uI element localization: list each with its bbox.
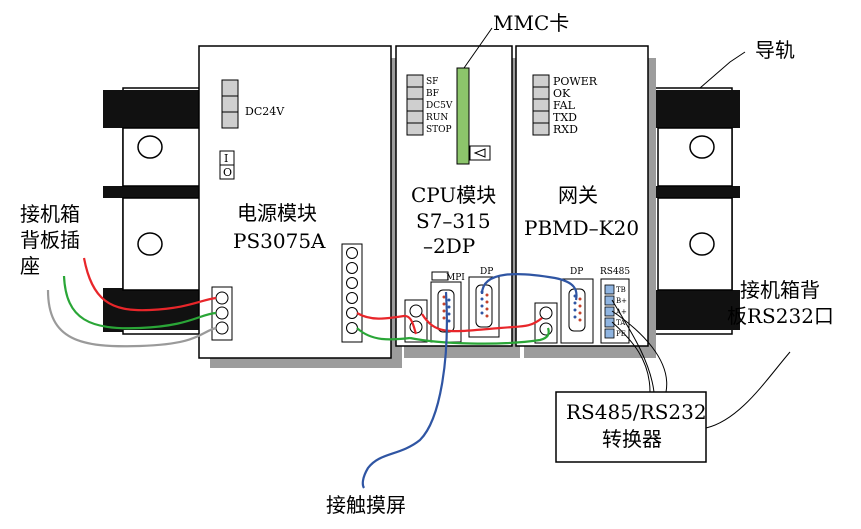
rs485-pin-b: B+ — [616, 297, 627, 305]
backplane-label-line3: 座 — [20, 254, 40, 278]
backplane-label-line1: 接机箱 — [20, 202, 80, 226]
cpu-power-terminal — [404, 299, 428, 343]
gateway-port-rs485-label: RS485 — [600, 267, 630, 277]
cpu-port-dp-label: DP — [480, 267, 493, 277]
wire-blue-dp-link — [480, 273, 578, 301]
power-switch-on-label: I — [224, 152, 228, 165]
converter-label-line1: RS485/RS232 — [566, 400, 707, 424]
cpu-module: SF BF DC5V RUN STOP CPU模块 S7–315 –2DP MP… — [395, 45, 513, 347]
gateway-led-panel — [532, 74, 550, 136]
cpu-module-name-line2: S7–315 — [416, 209, 491, 233]
cpu-led-sf: SF — [426, 77, 438, 87]
power-module-name: 电源模块 — [237, 201, 317, 225]
gateway-module: POWER OK FAL TXD RXD 网关 PBMD–K20 DP RS48… — [515, 45, 649, 347]
gateway-name-line1: 网关 — [558, 183, 598, 207]
cpu-module-name-line1: CPU模块 — [411, 183, 496, 207]
gateway-led-ok: OK — [553, 87, 571, 100]
rs232-leader-line — [705, 351, 791, 429]
cpu-port-mpi-label: MPI — [446, 273, 465, 283]
cpu-led-bf: BF — [426, 89, 439, 99]
power-switch-off[interactable] — [219, 164, 235, 180]
din-rail-left — [103, 87, 206, 335]
rs485-pin-ta: TA — [616, 319, 626, 327]
power-voltage-label: DC24V — [245, 105, 285, 118]
din-rail-right — [649, 87, 740, 335]
gateway-led-rxd: RXD — [553, 123, 578, 136]
gateway-dp-port[interactable] — [560, 278, 594, 344]
wire-blue-touchscreen — [361, 291, 448, 489]
cpu-led-stop: STOP — [426, 125, 452, 135]
cpu-module-name-line3: –2DP — [423, 234, 475, 258]
wire-green-ps-cpu — [356, 327, 411, 341]
gateway-rs485-terminal[interactable] — [600, 278, 630, 344]
power-output-terminal-strip — [341, 243, 363, 343]
rs232-port-label-line1: 接机箱背 — [740, 278, 820, 302]
rs485-pin-tb: TB — [616, 286, 626, 294]
rs485-pin-pe: PE — [616, 330, 626, 338]
wires — [46, 257, 578, 489]
gateway-led-power: POWER — [553, 75, 598, 88]
power-switch-off-label: O — [223, 166, 232, 179]
power-module: DC24V I O 电源模块 PS3075A — [198, 45, 392, 359]
gateway-name-line2: PBMD–K20 — [524, 216, 639, 240]
gateway-led-txd: TXD — [553, 111, 577, 124]
cpu-led-dc5v: DC5V — [426, 101, 453, 111]
cpu-led-run: RUN — [426, 113, 448, 123]
rail-label: 导轨 — [755, 38, 795, 62]
converter-label-line2: 转换器 — [602, 427, 662, 451]
power-module-model: PS3075A — [233, 229, 326, 253]
wire-gray-backplane — [46, 289, 217, 348]
backplane-label-line2: 背板插 — [20, 228, 80, 252]
wire-green-cpu-gw — [409, 327, 550, 345]
rs485-rs232-converter — [555, 391, 707, 463]
wire-green-backplane — [62, 275, 217, 330]
cpu-led-panel — [406, 74, 424, 136]
touchscreen-label: 接触摸屏 — [326, 493, 406, 517]
gateway-port-dp-label: DP — [570, 267, 583, 277]
rs485-pin-a: A+ — [615, 308, 627, 316]
gateway-led-fal: FAL — [553, 99, 576, 112]
wire-red-ps-cpu — [356, 312, 418, 335]
gateway-power-terminal — [534, 302, 558, 344]
mmc-leader-line — [463, 27, 493, 69]
rail-leader-line — [699, 51, 746, 89]
backplane-socket-terminal — [211, 286, 233, 341]
mpi-label-tab — [431, 271, 449, 281]
rs232-port-label-line2: 板RS232口 — [727, 304, 834, 328]
mmc-label: MMC卡 — [493, 11, 569, 35]
wire-red-backplane — [82, 257, 217, 312]
rs485-converter-lines — [611, 299, 668, 393]
mmc-card-slot — [456, 67, 470, 165]
eject-arrow-icon — [473, 148, 486, 158]
wire-red-cpu-gw — [421, 313, 543, 333]
